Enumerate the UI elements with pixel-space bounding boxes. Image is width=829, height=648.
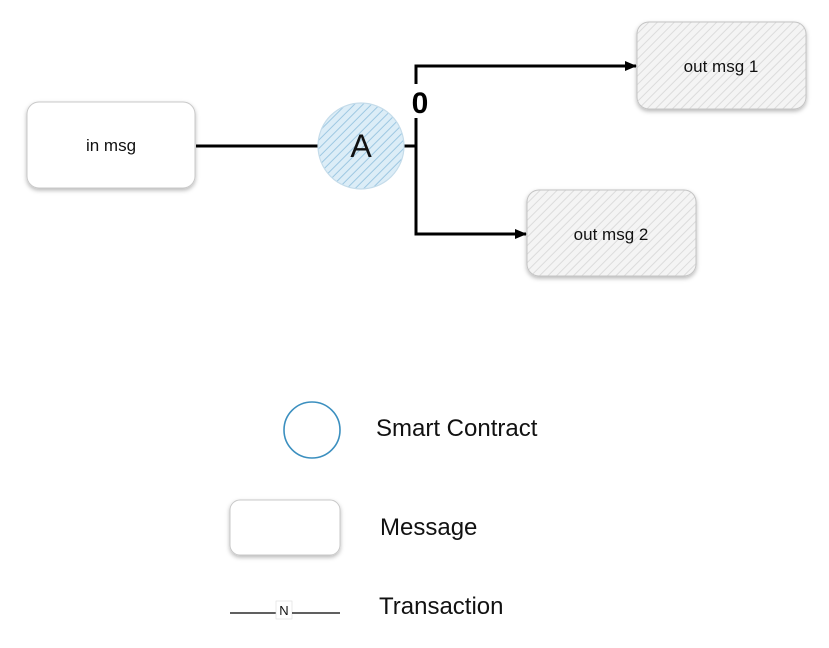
legend-smart-contract-label: Smart Contract <box>376 415 538 442</box>
transaction-label-backdrop <box>407 84 433 118</box>
out-msg-2-box: out msg 2 <box>526 189 697 277</box>
out-msg-2-arrow <box>414 146 527 239</box>
out-msg-1-label: out msg 1 <box>684 57 759 76</box>
out-msg-1-box: out msg 1 <box>636 21 807 110</box>
out-msg-1-arrow <box>414 61 637 146</box>
legend-transaction-label: Transaction <box>379 593 504 620</box>
smart-contract-a-label: A <box>350 128 372 164</box>
legend-transaction-marker-box <box>275 600 293 620</box>
legend-smart-contract-icon <box>283 401 341 459</box>
smart-contract-a: A <box>317 102 405 190</box>
transaction-label: 0 <box>412 87 429 120</box>
in-msg-box: in msg <box>26 101 196 189</box>
legend-message-label: Message <box>380 514 477 541</box>
out-msg-2-label: out msg 2 <box>574 225 649 244</box>
legend-transaction-marker: N <box>279 603 288 618</box>
legend-message-icon <box>229 499 341 556</box>
in-msg-label: in msg <box>86 136 136 155</box>
legend: Smart Contract Message N Transaction <box>229 401 538 620</box>
